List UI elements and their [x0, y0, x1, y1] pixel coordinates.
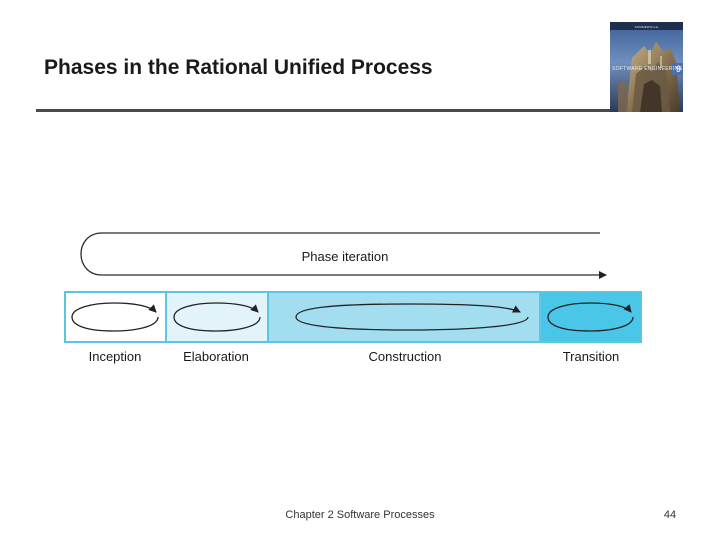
phase-label-transition: Transition	[563, 349, 620, 364]
inception-iteration-arrow	[71, 302, 159, 332]
book-cover-image: SOMMERVILLE SOFTWARE ENGINEERING 9	[610, 22, 683, 112]
elaboration-iteration-arrow	[173, 302, 261, 332]
book-title-text: SOFTWARE ENGINEERING	[612, 66, 683, 72]
book-edition-number: 9	[675, 64, 681, 74]
phase-box-transition	[539, 291, 642, 343]
transition-iteration-arrow	[547, 302, 634, 332]
book-cover-art	[610, 22, 683, 112]
slide-title: Phases in the Rational Unified Process	[44, 56, 433, 79]
phase-label-inception: Inception	[89, 349, 142, 364]
phase-label-elaboration: Elaboration	[183, 349, 249, 364]
construction-iteration-arrow	[295, 303, 529, 331]
phase-box-construction	[267, 291, 541, 343]
phase-box-elaboration	[165, 291, 269, 343]
phase-iteration-label: Phase iteration	[302, 249, 389, 264]
title-divider	[36, 109, 610, 112]
phase-label-construction: Construction	[369, 349, 442, 364]
phase-iteration-arrow	[80, 232, 607, 279]
footer-page-number: 44	[663, 509, 677, 521]
book-series-text: SOMMERVILLE	[634, 25, 659, 29]
footer-chapter-title: Chapter 2 Software Processes	[285, 509, 435, 521]
phase-box-inception	[64, 291, 167, 343]
